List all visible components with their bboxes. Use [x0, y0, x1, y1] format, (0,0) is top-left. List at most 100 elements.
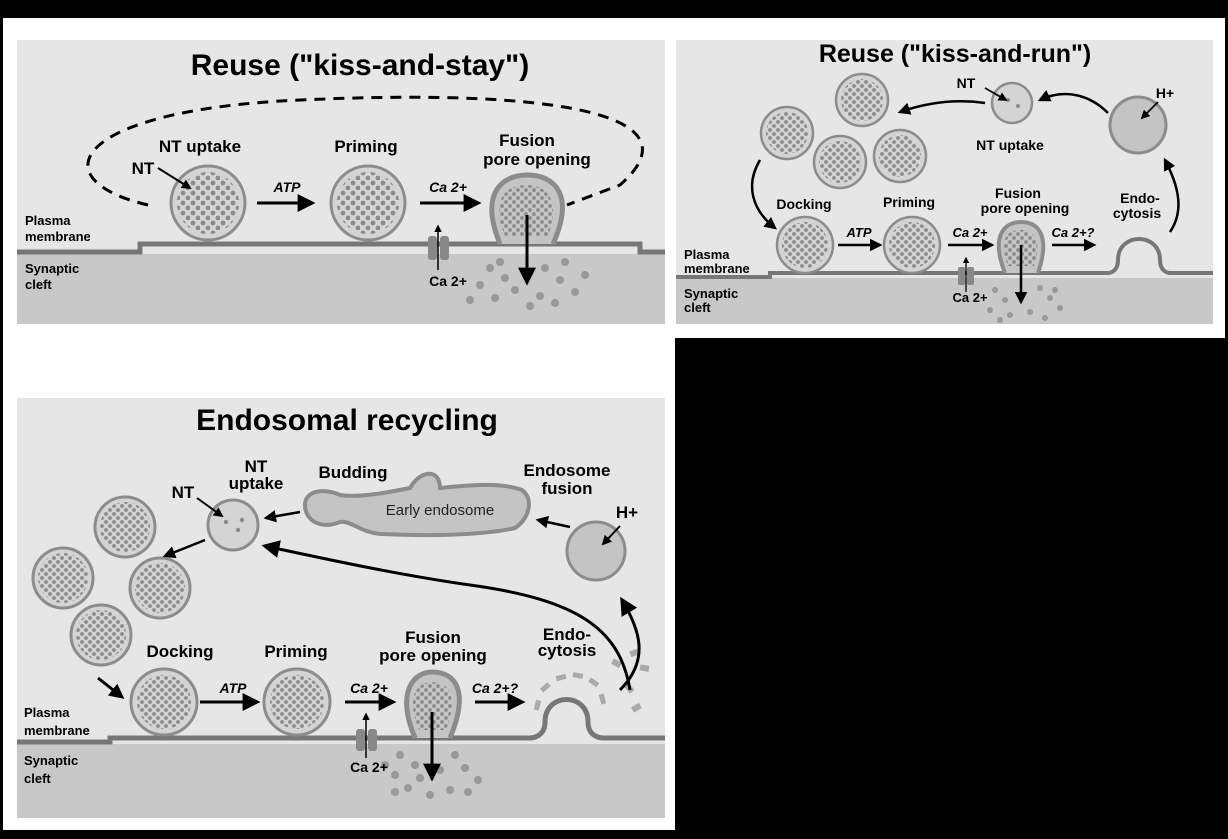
nt-arrow-a — [157, 167, 192, 190]
nt-label-a: NT — [132, 159, 155, 178]
nt-uptake-label-c-2: uptake — [229, 474, 284, 493]
fusion-label-b-1: Fusion — [995, 185, 1041, 201]
vesicle-pool-b-1-dots — [841, 79, 883, 121]
budding-label-c: Budding — [319, 463, 388, 482]
vesicle-pool-c-3-dots — [135, 563, 185, 613]
panel-a-title: Reuse ("kiss-and-stay") — [191, 49, 530, 82]
vesicle-pool-c-4-dots — [76, 610, 126, 660]
ca-label-c: Ca 2+ — [350, 680, 388, 696]
ca-channel-label-b: Ca 2+ — [952, 290, 987, 305]
fusion-label-a-1: Fusion — [499, 131, 555, 150]
endocytosis-label-b-2: cytosis — [1113, 205, 1161, 221]
docking-label-c: Docking — [146, 642, 213, 661]
h-arrow-c — [601, 525, 621, 546]
fusion-label-c-1: Fusion — [405, 628, 461, 647]
nt-uptake-label-c-1: NT — [245, 457, 268, 476]
plasma-label-b-1: Plasma — [684, 247, 730, 262]
vesicle-pool-b-4-dots — [879, 135, 921, 177]
nt-label-c: NT — [172, 483, 195, 502]
vesicle-pool-c-2-dots — [38, 553, 88, 603]
endosome-fusion-label-c-1: Endosome — [524, 461, 611, 480]
uptake-to-pool-arrow-b — [897, 100, 986, 115]
vesicle-pool-b-3-dots — [819, 141, 861, 183]
endocytosis-label-b-1: Endo- — [1120, 190, 1160, 206]
pool-to-docking-arrow-c — [97, 676, 125, 699]
fusing-vesicle-c-dots — [412, 682, 452, 730]
synaptic-cleft-c — [17, 744, 665, 818]
h-arrow-b — [1140, 101, 1159, 120]
early-endosome — [302, 471, 531, 538]
panel-b-title: Reuse ("kiss-and-run") — [819, 40, 1091, 68]
endocytosis-label-c-1: Endo- — [543, 625, 591, 644]
endocytosis-label-c-2: cytosis — [538, 641, 597, 660]
vesicle-priming-a-dots — [337, 172, 399, 234]
cleft-label-b-2: cleft — [684, 300, 711, 315]
endosome-fusion-label-c-2: fusion — [542, 479, 593, 498]
cleft-label-a-2: cleft — [25, 277, 52, 292]
cleft-label-a-1: Synaptic — [25, 261, 79, 276]
released-nt-a — [466, 258, 589, 310]
uptake-to-pool-arrow-c — [162, 538, 206, 559]
vesicle-nt-uptake-a-dots — [177, 172, 239, 234]
ca-label-b: Ca 2+ — [952, 225, 987, 240]
released-nt-b — [987, 285, 1063, 323]
priming-label-c: Priming — [264, 642, 327, 661]
cleft-label-c-1: Synaptic — [24, 753, 78, 768]
endosome-fusion-arrow-c — [535, 516, 571, 529]
ca-label-a: Ca 2+ — [429, 179, 467, 195]
vesicle-nt-uptake-b — [990, 81, 1034, 125]
synaptic-cleft-a — [17, 254, 665, 324]
direct-recycling-arrow-c — [261, 540, 632, 691]
plasma-membrane-c — [17, 697, 665, 745]
plasma-label-c-1: Plasma — [24, 705, 70, 720]
vesicle-priming-b-dots — [889, 222, 935, 268]
vesicle-docking-c-dots — [137, 675, 191, 729]
nt-uptake-label-b: NT uptake — [976, 137, 1044, 153]
ca-channel-a — [428, 236, 449, 260]
plasma-label-a-1: Plasma — [25, 213, 71, 228]
vesicle-docking-b-dots — [782, 222, 828, 268]
panel-kiss-and-stay: Reuse ("kiss-and-stay") — [17, 40, 665, 324]
fusing-vesicle-a-dots — [498, 185, 554, 236]
plasma-label-a-2: membrane — [25, 229, 91, 244]
panel-c-title: Endosomal recycling — [196, 404, 498, 437]
cleft-label-b-1: Synaptic — [684, 286, 738, 301]
h-label-b: H+ — [1156, 85, 1174, 101]
ca-q-label-c: Ca 2+? — [472, 680, 519, 696]
reuse-loop-arrow — [86, 95, 644, 207]
panel-endosomal-recycling: Endosomal recycling Early endosome — [17, 398, 665, 818]
endocytosis-up-arrow-b — [1163, 157, 1180, 233]
acidify-arrow-b — [1037, 90, 1109, 114]
fusion-label-c-2: pore opening — [379, 646, 487, 665]
synaptic-cleft-b — [676, 278, 1213, 324]
vesicle-nt-uptake-c-dots — [223, 517, 245, 533]
fusion-label-a-2: pore opening — [483, 150, 591, 169]
cleft-label-c-2: cleft — [24, 771, 51, 786]
vesicle-nt-uptake-c — [206, 498, 260, 552]
panel-kiss-and-run: Reuse ("kiss-and-run") — [676, 40, 1213, 324]
priming-label-a: Priming — [334, 137, 397, 156]
vesicle-priming-c-dots — [270, 675, 324, 729]
nt-label-b: NT — [957, 75, 976, 91]
plasma-label-c-2: membrane — [24, 723, 90, 738]
ca-channel-label-c: Ca 2+ — [350, 759, 388, 775]
pool-to-docking-arrow-b — [750, 159, 777, 230]
h-label-c: H+ — [616, 503, 638, 522]
atp-label-c: ATP — [219, 680, 248, 696]
ca-channel-b — [958, 267, 974, 285]
nt-arrow-b — [984, 87, 1008, 101]
plasma-membrane-a — [17, 241, 665, 255]
vesicle-pool-b-2-dots — [766, 112, 808, 154]
docking-label-b: Docking — [776, 196, 831, 212]
priming-label-b: Priming — [883, 194, 935, 210]
atp-label-b: ATP — [845, 225, 871, 240]
plasma-membrane-b — [676, 237, 1213, 279]
ca-q-label-b: Ca 2+? — [1052, 225, 1095, 240]
fusion-label-b-2: pore opening — [981, 200, 1070, 216]
released-nt-c — [381, 751, 482, 799]
nt-uptake-label-a: NT uptake — [159, 137, 241, 156]
plasma-label-b-2: membrane — [684, 261, 750, 276]
vesicle-acidifying-b — [1108, 95, 1168, 155]
budding-arrow-c — [263, 510, 301, 523]
